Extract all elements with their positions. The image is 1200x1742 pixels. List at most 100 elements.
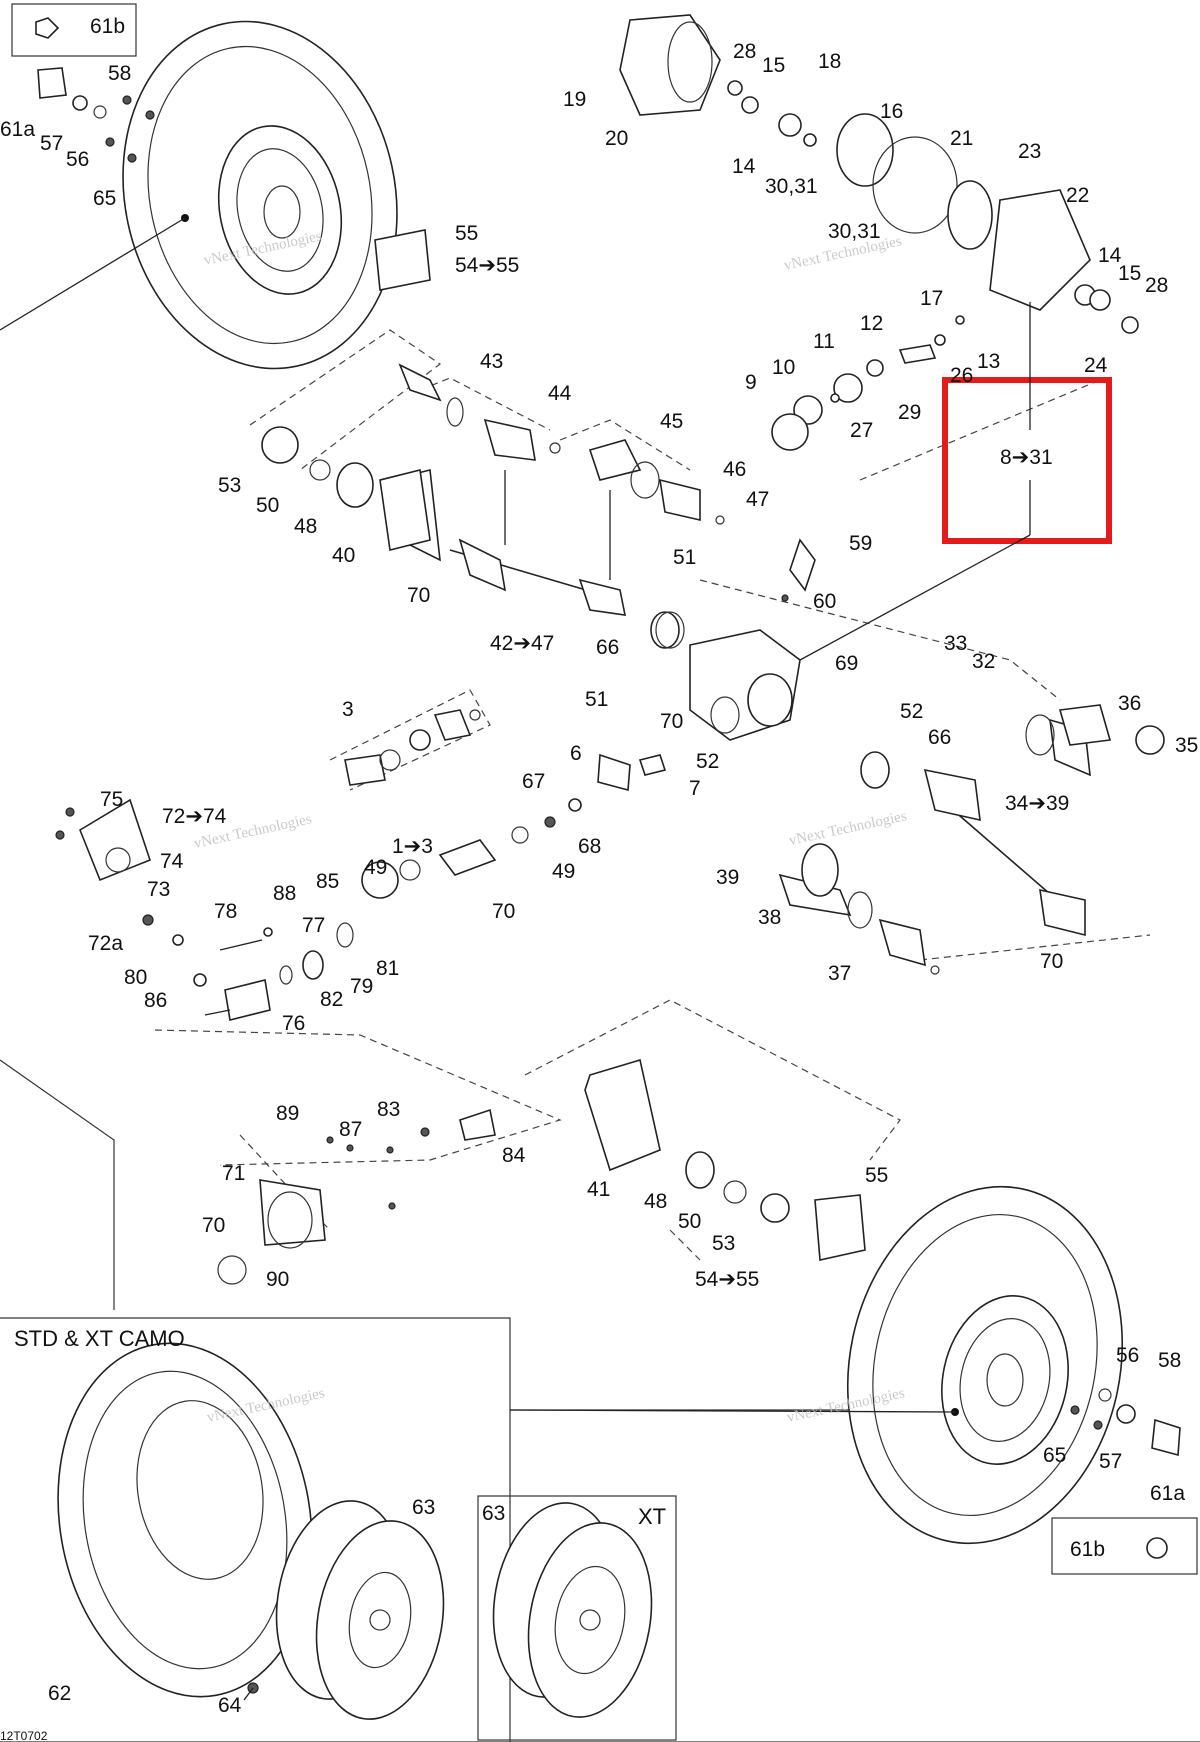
callout-63-xt[interactable]: 63: [482, 1502, 505, 1525]
callout-90[interactable]: 90: [266, 1268, 289, 1291]
callout-61b-top[interactable]: 61b: [90, 15, 125, 38]
callout-45[interactable]: 45: [660, 410, 683, 433]
callout-34-39[interactable]: 34➔39: [1005, 792, 1069, 815]
callout-81[interactable]: 81: [376, 957, 399, 980]
callout-55-bottom[interactable]: 55: [865, 1164, 888, 1187]
callout-9[interactable]: 9: [745, 371, 757, 394]
callout-73[interactable]: 73: [147, 878, 170, 901]
callout-33[interactable]: 33: [944, 632, 967, 655]
callout-58-bottom[interactable]: 58: [1158, 1349, 1181, 1372]
callout-43[interactable]: 43: [480, 350, 503, 373]
callout-70-a[interactable]: 70: [407, 584, 430, 607]
callout-86[interactable]: 86: [144, 989, 167, 1012]
callout-47[interactable]: 47: [746, 488, 769, 511]
callout-51-bottom[interactable]: 51: [585, 688, 608, 711]
callout-18[interactable]: 18: [818, 50, 841, 73]
callout-50-top[interactable]: 50: [256, 494, 279, 517]
callout-57-bottom[interactable]: 57: [1099, 1450, 1122, 1473]
callout-51-top[interactable]: 51: [673, 546, 696, 569]
callout-28-top[interactable]: 28: [733, 40, 756, 63]
callout-1-3[interactable]: 1➔3: [392, 835, 433, 858]
callout-72-74[interactable]: 72➔74: [162, 805, 227, 828]
callout-53-bottom[interactable]: 53: [712, 1232, 735, 1255]
callout-56[interactable]: 56: [66, 148, 89, 171]
callout-15-right[interactable]: 15: [1118, 262, 1141, 285]
callout-61b-bottom[interactable]: 61b: [1070, 1538, 1105, 1561]
callout-54-55-bottom[interactable]: 54➔55: [695, 1268, 759, 1291]
callout-89[interactable]: 89: [276, 1102, 299, 1125]
callout-24[interactable]: 24: [1084, 354, 1108, 377]
callout-58[interactable]: 58: [108, 62, 131, 85]
callout-14-top[interactable]: 14: [732, 155, 756, 178]
callout-70-b[interactable]: 70: [660, 710, 683, 733]
callout-71[interactable]: 71: [222, 1162, 245, 1185]
callout-41[interactable]: 41: [587, 1178, 610, 1201]
callout-84[interactable]: 84: [502, 1144, 526, 1167]
callout-44[interactable]: 44: [548, 382, 572, 405]
callout-22[interactable]: 22: [1066, 184, 1089, 207]
callout-57[interactable]: 57: [40, 132, 63, 155]
callout-56-bottom[interactable]: 56: [1116, 1344, 1139, 1367]
callout-42-47[interactable]: 42➔47: [490, 632, 554, 655]
callout-48-bottom[interactable]: 48: [644, 1190, 667, 1213]
callout-12[interactable]: 12: [860, 312, 883, 335]
callout-40[interactable]: 40: [332, 544, 355, 567]
callout-19[interactable]: 19: [563, 88, 586, 111]
callout-65-bottom[interactable]: 65: [1043, 1444, 1066, 1467]
callout-16[interactable]: 16: [880, 100, 903, 123]
highlight-label-8-31[interactable]: 8➔31: [1000, 446, 1053, 469]
callout-30-31-a[interactable]: 30,31: [765, 175, 818, 198]
callout-37[interactable]: 37: [828, 962, 851, 985]
callout-55-top[interactable]: 55: [455, 222, 478, 245]
callout-74[interactable]: 74: [160, 850, 184, 873]
callout-46[interactable]: 46: [723, 458, 746, 481]
callout-66-right[interactable]: 66: [928, 726, 951, 749]
callout-83[interactable]: 83: [377, 1098, 400, 1121]
callout-69[interactable]: 69: [835, 652, 858, 675]
callout-49-right[interactable]: 49: [552, 860, 575, 883]
callout-61a-bottom[interactable]: 61a: [1150, 1482, 1185, 1505]
callout-35[interactable]: 35: [1175, 734, 1198, 757]
callout-21[interactable]: 21: [950, 127, 973, 150]
callout-7[interactable]: 7: [689, 777, 701, 800]
callout-65[interactable]: 65: [93, 187, 116, 210]
callout-67[interactable]: 67: [522, 770, 545, 793]
callout-39[interactable]: 39: [716, 866, 739, 889]
callout-64[interactable]: 64: [218, 1694, 242, 1717]
callout-78[interactable]: 78: [214, 900, 237, 923]
callout-32[interactable]: 32: [972, 650, 995, 673]
callout-15-top[interactable]: 15: [762, 54, 785, 77]
callout-66-left[interactable]: 66: [596, 636, 619, 659]
callout-62[interactable]: 62: [48, 1682, 71, 1705]
callout-52-left[interactable]: 52: [696, 750, 719, 773]
callout-61a[interactable]: 61a: [0, 118, 35, 141]
callout-49-left[interactable]: 49: [364, 856, 387, 879]
callout-70-d[interactable]: 70: [492, 900, 515, 923]
callout-70-c[interactable]: 70: [1040, 950, 1063, 973]
callout-27[interactable]: 27: [850, 419, 873, 442]
callout-20[interactable]: 20: [605, 127, 628, 150]
callout-17[interactable]: 17: [920, 287, 943, 310]
callout-38[interactable]: 38: [758, 906, 781, 929]
callout-54-55-top[interactable]: 54➔55: [455, 254, 519, 277]
callout-23[interactable]: 23: [1018, 140, 1041, 163]
callout-76[interactable]: 76: [282, 1012, 305, 1035]
callout-10[interactable]: 10: [772, 356, 795, 379]
callout-79[interactable]: 79: [350, 975, 373, 998]
callout-59[interactable]: 59: [849, 532, 872, 555]
callout-70-e[interactable]: 70: [202, 1214, 225, 1237]
callout-63[interactable]: 63: [412, 1496, 435, 1519]
callout-68[interactable]: 68: [578, 835, 601, 858]
callout-14-right[interactable]: 14: [1098, 244, 1122, 267]
callout-28-right[interactable]: 28: [1145, 274, 1168, 297]
callout-60[interactable]: 60: [813, 590, 836, 613]
callout-30-31-b[interactable]: 30,31: [828, 220, 881, 243]
callout-29[interactable]: 29: [898, 401, 921, 424]
callout-36[interactable]: 36: [1118, 692, 1141, 715]
callout-75[interactable]: 75: [100, 788, 123, 811]
callout-6[interactable]: 6: [570, 742, 582, 765]
callout-52-right[interactable]: 52: [900, 700, 923, 723]
callout-26[interactable]: 26: [950, 364, 973, 387]
callout-88[interactable]: 88: [273, 882, 296, 905]
callout-13[interactable]: 13: [977, 350, 1000, 373]
